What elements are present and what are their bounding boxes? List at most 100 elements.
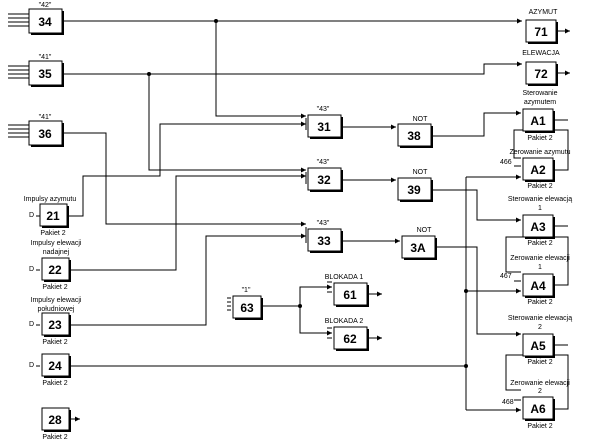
block-36-label: "41" (39, 114, 52, 121)
block-72-label: ELEWACJA (522, 50, 560, 57)
block-39-label: NOT (413, 169, 429, 176)
input-stubs (8, 13, 332, 367)
block-23-label-2: południowej (38, 306, 75, 313)
block-22-pakiet: Pakiet 2 (42, 284, 67, 291)
block-36[interactable]: 36 "41" (28, 114, 64, 147)
block-32[interactable]: 32 "43" (307, 159, 343, 192)
block-32-id: 32 (317, 173, 331, 187)
block-A5[interactable]: A5 Sterowanie elewacją 2 Pakiet 2 (508, 315, 572, 366)
block-24-pakiet: Pakiet 2 (42, 380, 67, 387)
block-35-label: "41" (39, 54, 52, 61)
block-21[interactable]: D 21 Impulsy azymutu Pakiet 2 (24, 196, 77, 237)
block-A4-pakiet: Pakiet 2 (527, 299, 552, 306)
block-A1-label-1: Sterowanie (522, 90, 557, 97)
block-36-id: 36 (38, 127, 52, 141)
block-A3-id: A3 (530, 220, 546, 234)
block-31-id: 31 (317, 120, 331, 134)
block-A3-label-1: Sterowanie elewacją (508, 196, 572, 203)
block-A3-pakiet: Pakiet 2 (527, 240, 552, 247)
block-A4-label-2: 1 (538, 264, 542, 271)
block-63[interactable]: 63 "1" (232, 287, 263, 320)
block-A5-id: A5 (530, 339, 546, 353)
block-A4-label-1: Zerowanie elewacji (510, 255, 570, 262)
block-34-id: 34 (38, 15, 52, 29)
block-33-label: "43" (317, 220, 330, 227)
block-24-id: 24 (48, 359, 62, 373)
block-A4-id: A4 (530, 279, 546, 293)
block-63-label: "1" (242, 287, 251, 294)
block-A4-side: 467 (500, 273, 512, 280)
block-A1-pakiet: Pakiet 2 (527, 135, 552, 142)
block-21-id: 21 (46, 209, 60, 223)
junction-dots (147, 19, 468, 368)
block-22-id: 22 (48, 263, 62, 277)
connection-wires (63, 18, 569, 413)
block-A6-label-2: 2 (538, 388, 542, 395)
block-3A-id: 3A (410, 241, 426, 255)
block-62-id: 62 (343, 332, 357, 346)
block-A2-side: 466 (500, 159, 512, 166)
block-33[interactable]: 33 "43" (307, 220, 343, 253)
block-34[interactable]: 34 "42" (28, 2, 64, 35)
block-A6[interactable]: A6 Zerowanie elewacji 2 468 Pakiet 2 (502, 380, 570, 430)
block-22[interactable]: D 22 Impulsy elewacji nadajnej Pakiet 2 (29, 240, 82, 291)
block-61[interactable]: 61 BLOKADA 1 (325, 274, 382, 307)
block-22-label-2: nadajnej (43, 249, 70, 256)
block-28-id: 28 (48, 413, 62, 427)
block-62[interactable]: 62 BLOKADA 2 (325, 318, 382, 351)
block-3A[interactable]: 3A NOT (401, 227, 437, 260)
block-63-id: 63 (240, 301, 254, 315)
block-3A-label: NOT (417, 227, 433, 234)
input-marker-22: D (29, 266, 34, 273)
block-A2[interactable]: A2 Zerowanie azymutu 466 Pakiet 2 (500, 149, 571, 190)
block-A6-label-1: Zerowanie elewacji (510, 380, 570, 387)
block-61-id: 61 (343, 288, 357, 302)
input-marker-23: D (29, 321, 34, 328)
block-71-label: AZYMUT (529, 9, 559, 16)
block-72[interactable]: 72 ELEWACJA (522, 50, 570, 86)
block-31[interactable]: 31 "43" (307, 106, 343, 139)
block-62-label: BLOKADA 2 (325, 318, 364, 325)
block-23-label-1: Impulsy elewacji (31, 297, 82, 304)
input-marker-24: D (29, 362, 34, 369)
block-34-label: "42" (39, 2, 52, 9)
block-71[interactable]: 71 AZYMUT (525, 9, 570, 44)
block-33-id: 33 (317, 234, 331, 248)
block-A5-pakiet: Pakiet 2 (527, 359, 552, 366)
block-23-pakiet: Pakiet 2 (42, 339, 67, 346)
block-A1[interactable]: A1 Sterowanie azymutem Pakiet 2 (522, 90, 557, 142)
block-35[interactable]: 35 "41" (28, 54, 64, 87)
block-72-id: 72 (534, 67, 548, 81)
block-A5-label-2: 2 (538, 324, 542, 331)
block-24[interactable]: D 24 Pakiet 2 (29, 353, 71, 387)
block-A6-side: 468 (502, 399, 514, 406)
block-31-label: "43" (317, 106, 330, 113)
block-28-pakiet: Pakiet 2 (42, 434, 67, 441)
block-A1-id: A1 (530, 114, 546, 128)
block-A5-label-1: Sterowanie elewacją (508, 315, 572, 322)
block-35-id: 35 (38, 67, 52, 81)
block-39-id: 39 (407, 183, 421, 197)
block-A2-id: A2 (530, 163, 546, 177)
block-A3[interactable]: A3 Sterowanie elewacją 1 Pakiet 2 (508, 196, 572, 247)
block-32-label: "43" (317, 159, 330, 166)
block-23-id: 23 (48, 318, 62, 332)
block-21-pakiet: Pakiet 2 (40, 230, 65, 237)
block-23[interactable]: D 23 Impulsy elewacji południowej Pakiet… (29, 297, 82, 346)
block-38-label: NOT (413, 116, 429, 123)
block-A4[interactable]: A4 Zerowanie elewacji 1 467 Pakiet 2 (500, 255, 570, 306)
block-A1-label-2: azymutem (524, 99, 556, 106)
block-A6-pakiet: Pakiet 2 (527, 423, 552, 430)
block-A2-label: Zerowanie azymutu (509, 149, 570, 156)
block-61-label: BLOKADA 1 (325, 274, 364, 281)
block-71-id: 71 (534, 25, 548, 39)
block-38-id: 38 (407, 129, 421, 143)
block-A6-id: A6 (530, 402, 546, 416)
block-39[interactable]: 39 NOT (397, 169, 433, 202)
block-A2-pakiet: Pakiet 2 (527, 183, 552, 190)
block-22-label-1: Impulsy elewacji (31, 240, 82, 247)
block-38[interactable]: 38 NOT (397, 116, 433, 148)
block-21-label: Impulsy azymutu (24, 196, 77, 203)
block-28[interactable]: 28 Pakiet 2 (41, 407, 80, 441)
